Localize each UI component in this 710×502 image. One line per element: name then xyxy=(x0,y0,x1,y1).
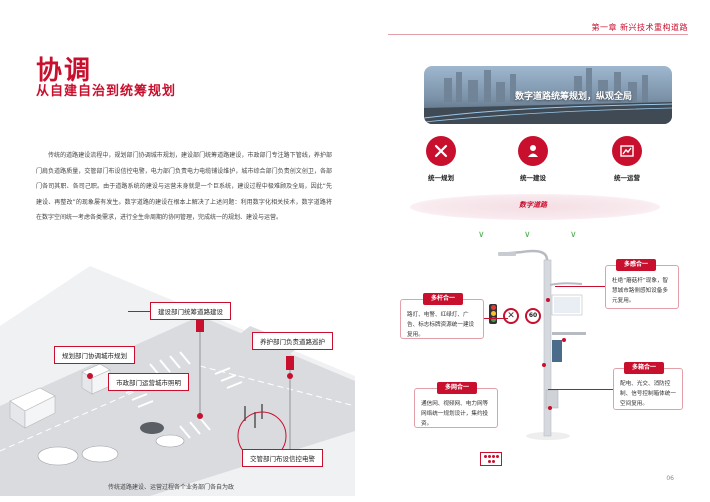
page-subtitle: 从自建自治到统筹规划 xyxy=(36,84,177,99)
chapter-divider xyxy=(388,34,688,35)
body-paragraph: 传统的道路建设流程中，规划部门协调城市规划，建设部门统筹道路建设，市政部门专注路… xyxy=(36,152,332,221)
pillar-label: 统一建设 xyxy=(520,174,546,182)
pillar-label: 统一运营 xyxy=(614,174,640,182)
chevron-down-icon: ∨ xyxy=(478,230,485,240)
box-text: 配电、光交、消防控制、信号控制箱体统一空间复用。 xyxy=(620,381,676,407)
callout-municipal: 市政部门运营城市照明 xyxy=(108,373,189,391)
pillar-unified-construction: 统一建设 xyxy=(503,136,563,182)
ruler-pencil-icon xyxy=(426,136,456,166)
chevron-down-icon: ∨ xyxy=(524,230,531,240)
smart-pole-illustration xyxy=(498,249,586,440)
digital-road-platform xyxy=(410,194,660,220)
tag-multi-box: 多箱合一 xyxy=(624,362,665,374)
callout-traffic: 交管部门布设信控电警 xyxy=(242,449,323,467)
tag-multi-network: 多网合一 xyxy=(437,382,478,394)
pillar-unified-planning: 统一规划 xyxy=(411,136,471,182)
leader-line xyxy=(548,389,613,390)
pillar-unified-operation: 统一运营 xyxy=(597,136,657,182)
illustration-caption: 传统道路建设、运营过程各个业务部门各自为政 xyxy=(108,484,235,491)
chart-icon xyxy=(612,136,642,166)
box-text: 杜绝“蘑菇杆”现象，智慧城市路侧感知设备多元复用。 xyxy=(612,278,669,304)
tag-multi-pole: 多杆合一 xyxy=(423,293,464,305)
speed-limit-sign: 60 xyxy=(525,308,541,324)
box-multi-network: 多网合一 通信网、视频网、电力网等网络统一规划设计，集约投资。 xyxy=(414,382,498,428)
hero-title: 数字道路统筹规划，纵观全局 xyxy=(514,92,632,102)
callout-maintenance: 养护部门负责道路巡护 xyxy=(252,332,333,350)
city-skyline xyxy=(424,68,672,124)
digital-road-label: 数字道路 xyxy=(519,201,547,209)
traffic-light-icon xyxy=(489,304,497,324)
chapter-title: 第一章 新兴技术重构道路 xyxy=(591,23,688,32)
callout-leader xyxy=(128,311,150,312)
page-number: 06 xyxy=(666,475,674,482)
no-entry-sign-icon: ✕ xyxy=(503,308,519,324)
box-text: 路灯、电警、红绿灯、广告、标志标牌资源统一建设复用。 xyxy=(407,312,475,338)
box-multi-pole: 多杆合一 路灯、电警、红绿灯、广告、标志标牌资源统一建设复用。 xyxy=(400,293,484,339)
manhole-cluster-icon xyxy=(480,452,502,466)
callout-construction: 建设部门统筹道路建设 xyxy=(150,302,231,320)
hero-banner: 数字道路统筹规划，纵观全局 xyxy=(424,66,672,124)
pillar-label: 统一规划 xyxy=(428,174,454,182)
box-multi-sense: 多感合一 杜绝“蘑菇杆”现象，智慧城市路侧感知设备多元复用。 xyxy=(605,259,679,309)
chevron-down-icon: ∨ xyxy=(570,230,577,240)
tag-multi-sense: 多感合一 xyxy=(616,259,657,271)
box-text: 通信网、视频网、电力网等网络统一规划设计，集约投资。 xyxy=(421,401,489,427)
worker-icon xyxy=(518,136,548,166)
leader-line xyxy=(484,318,508,319)
box-multi-box: 多箱合一 配电、光交、消防控制、信号控制箱体统一空间复用。 xyxy=(613,362,683,410)
leader-line xyxy=(555,286,605,287)
callout-planning: 规划部门协调城市规划 xyxy=(54,346,135,364)
page-title: 协调 xyxy=(36,56,93,86)
